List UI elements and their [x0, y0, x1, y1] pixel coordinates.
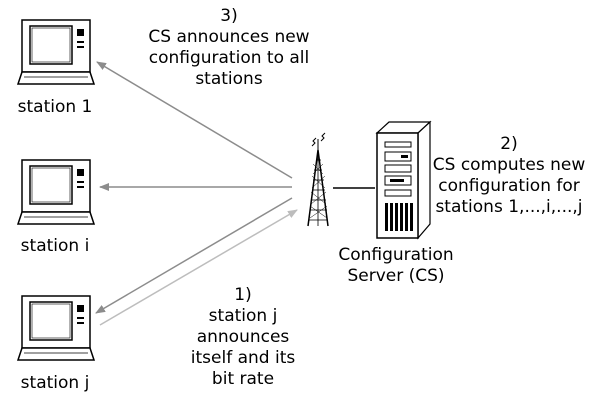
arrow-to-station-j [95, 197, 293, 314]
antenna-tower-icon [307, 132, 329, 227]
step-1-line-2: announces [196, 327, 290, 347]
server-label-line-2: Server (CS) [347, 266, 445, 286]
step-3-number: 3) [220, 6, 238, 26]
step-1-annotation: 1) station j announces itself and its bi… [191, 285, 295, 390]
laptop-icon-station-j [17, 295, 95, 361]
step-1-number: 1) [234, 285, 252, 305]
server-label: Configuration Server (CS) [338, 245, 453, 287]
step-2-line-2: configuration for [438, 176, 580, 196]
step-1-line-4: bit rate [211, 369, 275, 389]
laptop-icon-station-1 [17, 19, 95, 85]
laptop-icon-station-i [17, 159, 95, 225]
arrow-from-station-j [99, 209, 298, 326]
step-3-line-1: CS announces new [148, 27, 310, 47]
station-j-label: station j [20, 373, 90, 393]
step-3-line-2: configuration to all [148, 48, 310, 68]
step-1-line-1: station j [208, 306, 278, 326]
step-2-line-1: CS computes new [432, 155, 586, 175]
step-2-number: 2) [500, 134, 518, 154]
step-3-line-3: stations [195, 69, 263, 89]
step-2-line-3: stations 1,...,i,...,j [435, 197, 583, 217]
step-2-annotation: 2) CS computes new configuration for sta… [433, 134, 585, 218]
station-i-label: station i [20, 236, 90, 256]
arrow-to-station-1 [96, 61, 293, 179]
server-label-line-1: Configuration [338, 245, 454, 265]
station-1-label: station 1 [17, 97, 93, 117]
step-1-line-3: itself and its [190, 348, 296, 368]
step-3-annotation: 3) CS announces new configuration to all… [148, 6, 309, 90]
server-icon [375, 120, 432, 240]
